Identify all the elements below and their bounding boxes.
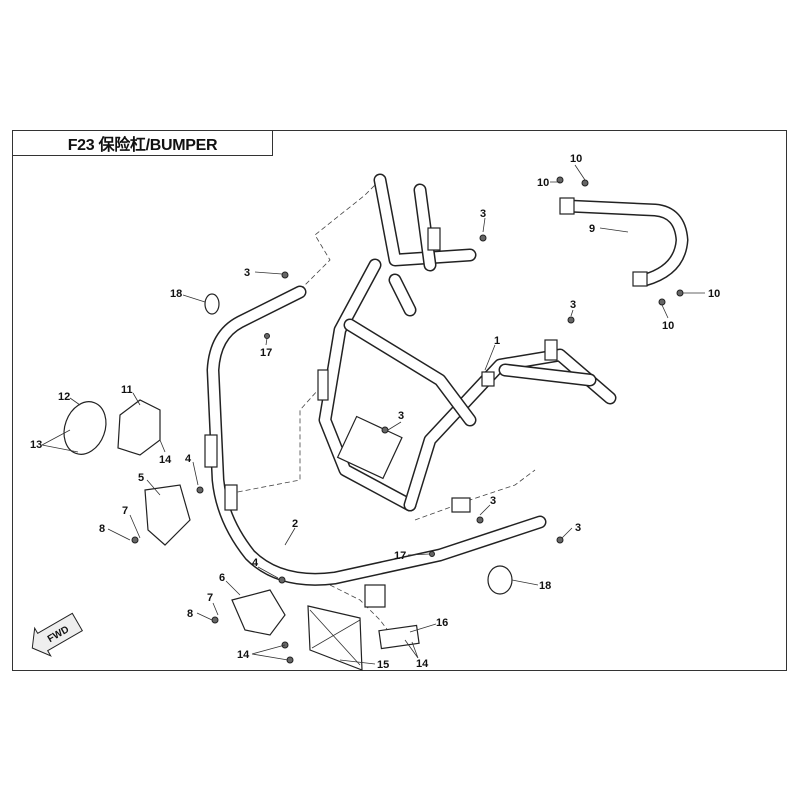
plate-part-15 [307, 605, 363, 671]
callout-6: 6 [219, 572, 225, 584]
callout-5: 5 [138, 472, 144, 484]
callout-18: 18 [170, 288, 182, 300]
callout-17: 17 [260, 347, 272, 359]
leader-lines [41, 164, 705, 665]
callout-3: 3 [244, 267, 250, 279]
callout-3: 3 [480, 208, 486, 220]
frame-part-1 [317, 173, 617, 513]
callout-2: 2 [292, 518, 298, 530]
callout-13: 13 [30, 439, 42, 451]
callout-3: 3 [490, 495, 496, 507]
callout-3: 3 [575, 522, 581, 534]
callout-10: 10 [708, 288, 720, 300]
callout-14: 14 [416, 658, 429, 670]
callout-10: 10 [570, 153, 582, 165]
cap-part-18-right [487, 565, 513, 595]
callout-7: 7 [122, 505, 128, 517]
callout-15: 15 [377, 659, 389, 671]
callout-4: 4 [185, 453, 192, 465]
callout-12: 12 [58, 391, 70, 403]
callout-8: 8 [187, 608, 193, 620]
fasteners [131, 176, 684, 664]
bracket-part-16 [378, 624, 420, 650]
callout-11: 11 [121, 384, 133, 396]
hoop-part-9 [559, 197, 689, 287]
callout-labels: 10 10 3 9 10 10 3 3 18 17 1 12 11 13 14 … [30, 153, 720, 671]
cover-part-6 [231, 589, 286, 636]
callout-3: 3 [570, 299, 576, 311]
cap-part-12 [63, 401, 107, 455]
callout-18: 18 [539, 580, 551, 592]
callout-3: 3 [398, 410, 404, 422]
cover-part-5 [144, 484, 191, 546]
bracket-part-11 [117, 399, 161, 456]
callout-10: 10 [662, 320, 674, 332]
page-title: F23 保险杠/BUMPER [12, 130, 273, 156]
callout-1: 1 [494, 335, 500, 347]
callout-10: 10 [537, 177, 549, 189]
diagram-frame [12, 130, 787, 671]
callout-16: 16 [436, 617, 448, 629]
fwd-arrow-icon: FWD [31, 612, 84, 657]
callout-7: 7 [207, 592, 213, 604]
callout-4: 4 [252, 557, 259, 569]
callout-14: 14 [159, 454, 172, 466]
cap-part-18-left [204, 293, 220, 315]
callout-17: 17 [394, 550, 406, 562]
callout-9: 9 [589, 223, 595, 235]
callout-8: 8 [99, 523, 105, 535]
callout-14: 14 [237, 649, 250, 661]
bumper-tube-part-2 [204, 285, 547, 608]
